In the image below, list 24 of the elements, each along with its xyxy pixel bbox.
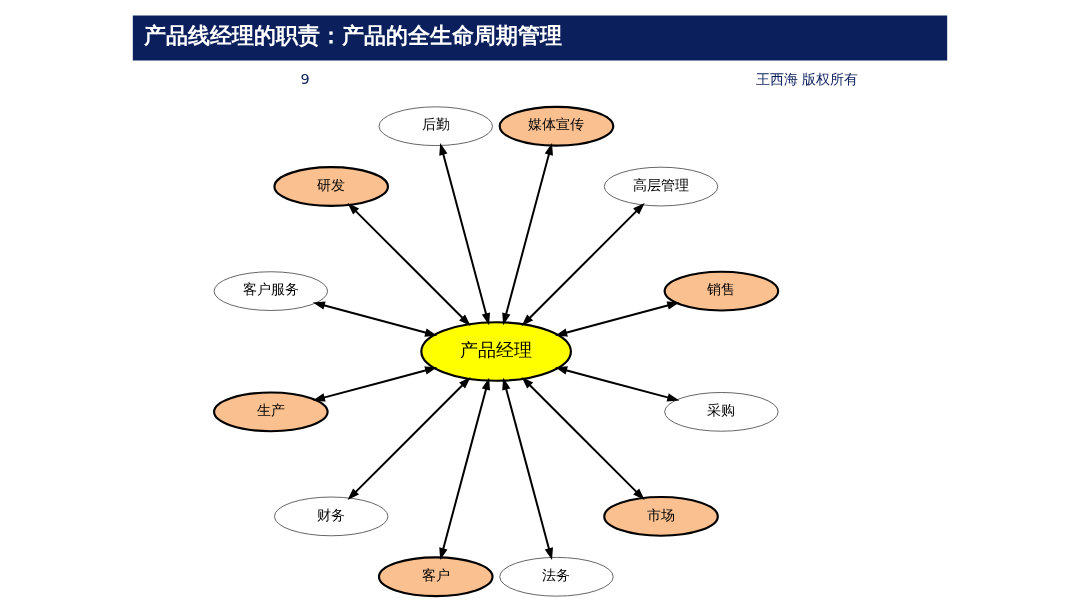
arrow — [521, 202, 645, 326]
arrow — [521, 376, 645, 501]
node-ellipse: 研发 — [273, 166, 390, 207]
arrow — [502, 142, 553, 326]
diagram-title: 产品线经理的职责：产品的全生命周期管理 — [143, 22, 562, 48]
node-ellipse: 法务 — [499, 556, 614, 597]
arrow — [312, 301, 438, 337]
arrow — [439, 142, 491, 326]
label: 王西海 版权所有 — [755, 70, 859, 87]
arrow — [439, 377, 491, 561]
arrow — [347, 376, 471, 501]
node-ellipse: 高层管理 — [603, 166, 719, 207]
node-ellipse: 后勤 — [378, 106, 493, 147]
arrow — [555, 366, 680, 402]
arrow — [502, 377, 553, 561]
label: 9 — [300, 70, 310, 87]
node-ellipse: 市场 — [603, 495, 719, 537]
node-ellipse: 媒体宣传 — [498, 105, 615, 147]
node-ellipse: 产品经理 — [420, 321, 572, 382]
arrow — [347, 202, 471, 326]
arrow — [312, 366, 438, 402]
node-ellipse: 财务 — [274, 496, 389, 537]
arrow — [555, 301, 680, 337]
node-ellipse: 客户 — [377, 556, 494, 598]
